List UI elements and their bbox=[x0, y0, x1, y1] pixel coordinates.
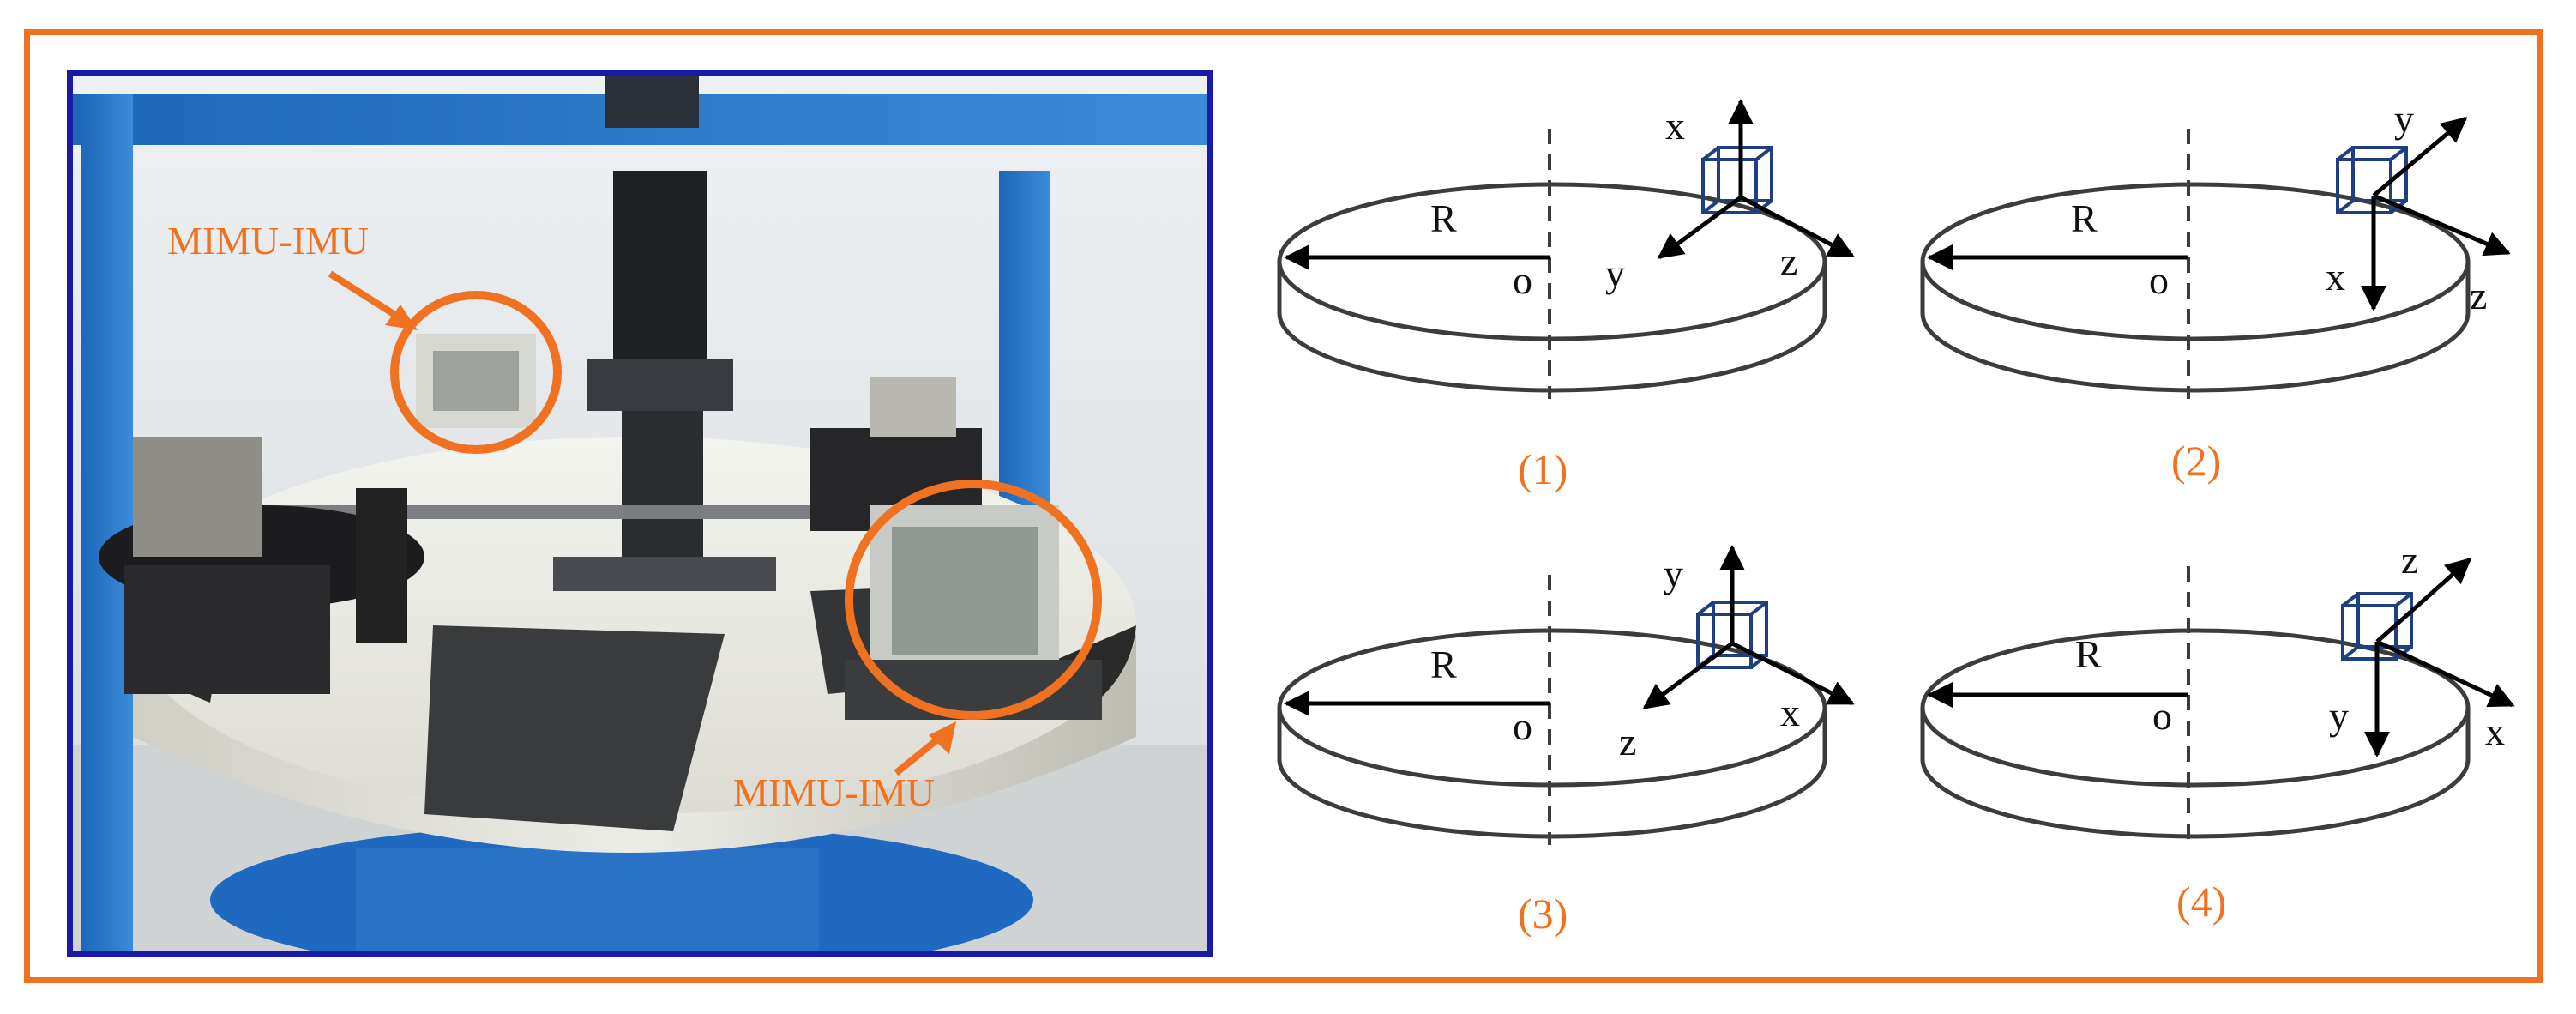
axis-right-label-2: z bbox=[2470, 274, 2488, 317]
radius-label-3: R bbox=[1430, 643, 1457, 686]
caption-4: (4) bbox=[2176, 878, 2227, 926]
turntable-photo bbox=[73, 76, 1207, 951]
diagram-panel-2 bbox=[1920, 117, 2511, 399]
axis-up-label-4: z bbox=[2401, 538, 2419, 582]
radius-label-1: R bbox=[1430, 196, 1457, 240]
origin-label-3: o bbox=[1513, 704, 1532, 748]
axis-right-label-4: x bbox=[2485, 709, 2505, 753]
imu-cube-icon bbox=[2336, 146, 2408, 214]
photo-panel: MIMU-IMU MIMU-IMU bbox=[67, 70, 1213, 957]
caption-3: (3) bbox=[1518, 890, 1568, 938]
diagram-panel-3 bbox=[1277, 545, 1855, 845]
axis-up-label-1: x bbox=[1665, 104, 1685, 148]
imu-cube-icon bbox=[1696, 601, 1768, 669]
origin-label-4: o bbox=[2152, 694, 2172, 738]
axis-up-label-2: y bbox=[2394, 97, 2414, 141]
caption-2: (2) bbox=[2171, 437, 2222, 485]
imu-label-top: MIMU-IMU bbox=[167, 219, 370, 263]
axis-left-label-1: y bbox=[1605, 251, 1625, 295]
axis-left-label-3: z bbox=[1619, 720, 1637, 764]
imu-label-bottom: MIMU-IMU bbox=[733, 770, 936, 814]
origin-label-1: o bbox=[1513, 258, 1532, 302]
axis-right-label-1: z bbox=[1780, 239, 1798, 283]
axis-left-label-4: y bbox=[2329, 694, 2349, 738]
axis-left-label-2: x bbox=[2326, 255, 2345, 299]
origin-label-2: o bbox=[2149, 258, 2169, 302]
caption-1: (1) bbox=[1518, 445, 1568, 493]
radius-label-4: R bbox=[2075, 632, 2102, 676]
axis-up-label-3: y bbox=[1664, 552, 1683, 595]
outer-frame bbox=[24, 29, 2543, 983]
radius-label-2: R bbox=[2071, 196, 2098, 240]
diagram-panel-1 bbox=[1277, 99, 1855, 399]
diagram-panel-4 bbox=[1920, 558, 2515, 845]
axis-right-label-3: x bbox=[1780, 691, 1800, 734]
